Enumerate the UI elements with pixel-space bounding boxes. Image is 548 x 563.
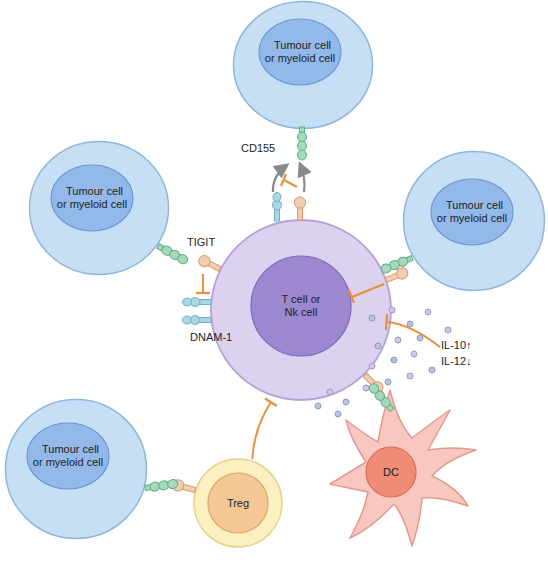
cell-label: T cell or Nk cell — [278, 293, 324, 319]
dendritic-cell: DC — [328, 388, 478, 548]
cell-outline — [4, 398, 148, 540]
tumour-cell: Tumour cell or myeloid cell — [402, 150, 546, 292]
molecule-label: TIGIT — [187, 236, 215, 249]
molecule-label: IL-10↑ — [441, 339, 472, 352]
cell-label: Tumour cell or myeloid cell — [263, 39, 337, 65]
molecule-label: DNAM-1 — [190, 331, 232, 344]
tumour-cell: Tumour cell or myeloid cell — [28, 140, 170, 276]
inhibition-arrow — [252, 398, 276, 459]
tumour-cell: Tumour cell or myeloid cell — [4, 398, 148, 540]
molecule-label: CD155 — [241, 142, 275, 155]
cell-outline — [232, 0, 374, 130]
molecule-label: IL-12↓ — [441, 355, 472, 368]
treg-cell: Treg — [192, 457, 284, 549]
cell-label: Tumour cell or myeloid cell — [55, 185, 129, 211]
cell-label: Treg — [227, 497, 249, 510]
cell-outline — [328, 388, 478, 548]
cell-label: Tumour cell or myeloid cell — [435, 199, 509, 225]
cell-label: DC — [383, 466, 399, 479]
cytokine-dots — [315, 307, 451, 417]
signal-arrows — [196, 164, 440, 347]
receptor-ligand-pairs — [144, 127, 413, 495]
cell-label: Tumour cell or myeloid cell — [31, 443, 105, 469]
tumour-cell: Tumour cell or myeloid cell — [232, 0, 374, 130]
